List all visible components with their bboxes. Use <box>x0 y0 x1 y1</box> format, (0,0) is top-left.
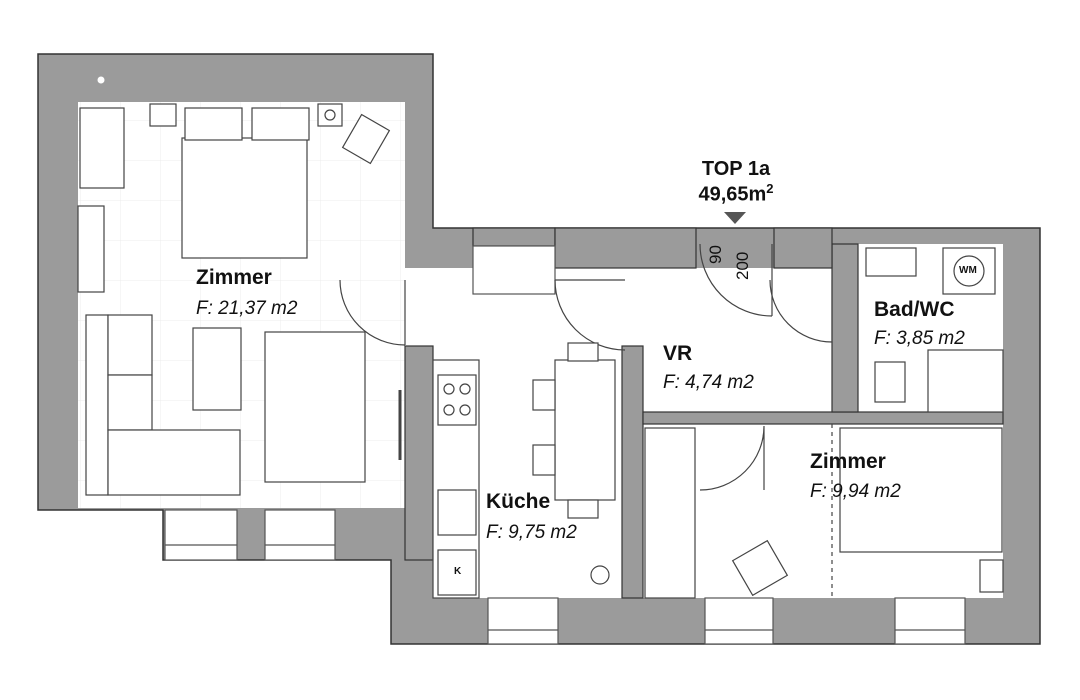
wardrobe <box>77 205 105 293</box>
sofa-seat-2 <box>107 374 153 431</box>
door-zimmer-main <box>339 279 406 346</box>
window-zimmer-small-2 <box>894 597 966 645</box>
door-bad <box>769 279 833 343</box>
chair <box>341 113 391 165</box>
wall-top-segment-2 <box>554 227 697 269</box>
fridge-label: K <box>454 566 462 577</box>
window-zimmer-1 <box>164 509 238 561</box>
bed <box>181 137 308 259</box>
sofa-back <box>85 314 109 496</box>
wall-top-segment-3 <box>773 227 833 269</box>
room-name-vr: VR <box>663 342 693 365</box>
desk-chair <box>731 539 789 597</box>
room-name-zimmer-main: Zimmer <box>196 266 272 289</box>
wall-bad-left <box>831 243 859 413</box>
window-zimmer-2 <box>264 509 336 561</box>
dining-chair-3 <box>532 444 556 476</box>
pillow-1 <box>184 107 243 141</box>
furniture-zimmer-main <box>77 76 402 496</box>
nightstand <box>149 103 177 127</box>
door-entrance <box>699 243 773 317</box>
entrance-door-width: 90 <box>706 245 725 264</box>
furniture-zimmer-small <box>644 424 1004 599</box>
dining-chair-2 <box>532 379 556 411</box>
bed-small <box>839 427 1003 553</box>
room-area-zimmer-small: F: 9,94 m2 <box>810 481 901 502</box>
fridge <box>437 549 477 596</box>
wall-top-segment <box>472 227 556 247</box>
room-name-bad: Bad/WC <box>874 298 955 321</box>
furniture-kueche <box>432 342 616 599</box>
washbasin <box>865 247 917 277</box>
room-name-zimmer-small: Zimmer <box>810 450 886 473</box>
dining-chair-4 <box>567 499 599 519</box>
wardrobe-small <box>644 427 696 599</box>
room-area-zimmer-main: F: 21,37 m2 <box>196 298 298 319</box>
room-area-vr: F: 4,74 m2 <box>663 372 754 393</box>
washing-machine-label: WM <box>959 265 977 276</box>
inner-walls <box>404 227 1004 599</box>
wall-corridor-zimmer <box>642 411 1004 425</box>
sofa-seat-1 <box>107 314 153 376</box>
window-kueche <box>487 597 559 645</box>
room-name-kueche: Küche <box>486 490 551 513</box>
nightstand-small <box>979 559 1004 593</box>
entry-marker-icon <box>724 212 746 224</box>
wall-zimmer-kueche <box>404 345 434 561</box>
doors <box>339 243 833 491</box>
toilet <box>874 361 906 403</box>
unit-title: TOP 1a 49,65m2 <box>686 158 786 207</box>
sink <box>437 489 477 536</box>
coffee-table <box>192 327 242 411</box>
stove <box>437 374 477 426</box>
dining-chair-1 <box>567 342 599 362</box>
room-area-bad: F: 3,85 m2 <box>874 328 965 349</box>
sofa-seat-3 <box>107 429 241 496</box>
door-kueche <box>554 279 626 351</box>
window-zimmer-small-1 <box>704 597 774 645</box>
shower <box>927 349 1004 413</box>
shelf <box>79 107 125 189</box>
furniture-bad <box>865 247 1004 413</box>
dining-table <box>554 359 616 501</box>
window-top <box>472 245 556 295</box>
entrance-door-height: 200 <box>733 251 752 280</box>
bin <box>590 565 610 585</box>
wall-kueche-zimmer <box>621 345 644 599</box>
pillow-2 <box>251 107 310 141</box>
room-area-kueche: F: 9,75 m2 <box>486 522 577 543</box>
door-zimmer-small <box>699 425 765 491</box>
unit-area: 49,65m2 <box>698 181 774 206</box>
light-marker <box>97 76 105 84</box>
windows <box>164 245 966 645</box>
unit-name: TOP 1a <box>701 158 771 180</box>
rug <box>264 331 366 483</box>
